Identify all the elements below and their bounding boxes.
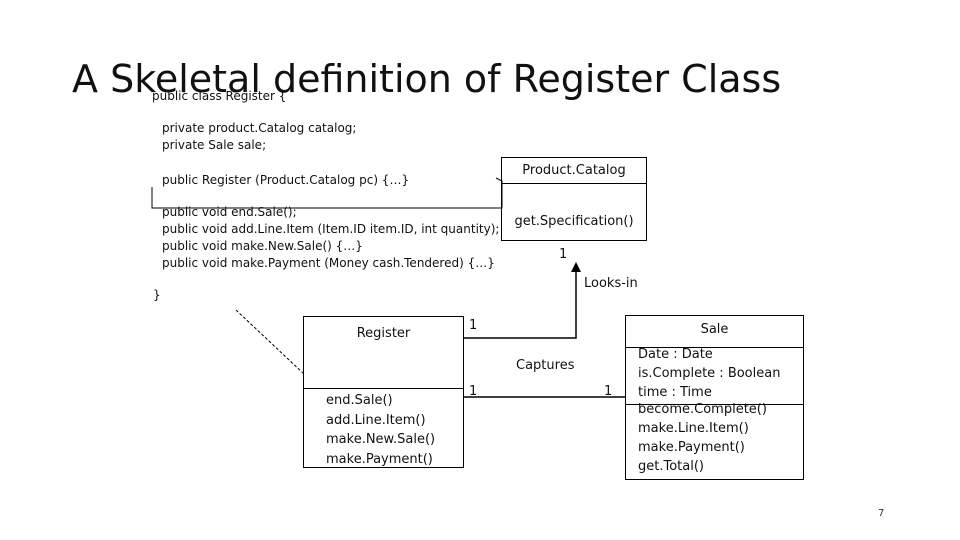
register-operation: end.Sale() [326, 393, 393, 408]
sale-operations: become.Complete() make.Line.Item() make.… [638, 400, 767, 476]
product-catalog-divider [502, 183, 646, 184]
looks-in-arrowhead [571, 262, 581, 272]
sale-attributes: Date : Date is.Complete : Boolean time :… [638, 345, 780, 402]
page-number: 7 [878, 508, 885, 519]
sale-divider-bottom [626, 404, 803, 405]
register-operation: make.Payment() [326, 451, 433, 467]
sale-class[interactable]: Sale Date : Date is.Complete : Boolean t… [625, 315, 804, 480]
code-field-line: private Sale sale; [162, 138, 267, 152]
sale-operation: become.Complete() [638, 402, 767, 417]
register-operation: add.Line.Item() [326, 412, 426, 428]
code-method-line: public void make.Payment (Money cash.Ten… [162, 256, 495, 270]
product-catalog-class[interactable]: Product.Catalog get.Specification() [501, 157, 647, 241]
slide-title: A Skeletal definition of Register Class [72, 57, 782, 101]
looks-in-label: Looks-in [584, 276, 638, 291]
code-closing-brace: } [153, 288, 161, 302]
code-fields: private product.Catalog catalog; private… [162, 120, 356, 154]
product-catalog-operation: get.Specification() [514, 214, 634, 229]
captures-sale-multiplicity: 1 [604, 384, 613, 399]
code-methods: public void end.Sale(); public void add.… [162, 204, 499, 272]
sale-operation: get.Total() [638, 459, 704, 474]
looks-in-register-multiplicity: 1 [469, 318, 478, 333]
sale-operation: make.Line.Item() [638, 421, 749, 436]
register-operations: end.Sale() add.Line.Item() make.New.Sale… [326, 391, 435, 469]
register-class[interactable]: Register end.Sale() add.Line.Item() make… [303, 316, 464, 468]
code-method-line: public void end.Sale(); [162, 205, 297, 219]
looks-in-association-line [464, 270, 577, 339]
code-method-line: public void make.New.Sale() {…} [162, 239, 363, 253]
sale-attribute: Date : Date [638, 347, 713, 362]
sale-class-name: Sale [700, 322, 729, 337]
register-divider [304, 388, 463, 389]
captures-register-multiplicity: 1 [469, 384, 478, 399]
captures-label: Captures [516, 358, 575, 373]
sale-attribute: time : Time [638, 385, 712, 400]
code-field-line: private product.Catalog catalog; [162, 121, 357, 135]
constructor-highlight-box [151, 177, 503, 209]
sale-divider-top [626, 347, 803, 348]
sale-operation: make.Payment() [638, 440, 745, 455]
code-method-line: public void add.Line.Item (Item.ID item.… [162, 222, 500, 236]
code-constructor: public Register (Product.Catalog pc) {…} [162, 173, 410, 187]
register-class-name: Register [356, 326, 411, 341]
looks-in-catalog-multiplicity: 1 [559, 247, 568, 262]
register-operation: make.New.Sale() [326, 432, 436, 447]
code-to-register-dashed-link [235, 309, 305, 375]
code-class-declaration: public class Register { [152, 89, 287, 103]
sale-attribute: is.Complete : Boolean [638, 366, 781, 381]
product-catalog-class-name: Product.Catalog [522, 163, 626, 178]
